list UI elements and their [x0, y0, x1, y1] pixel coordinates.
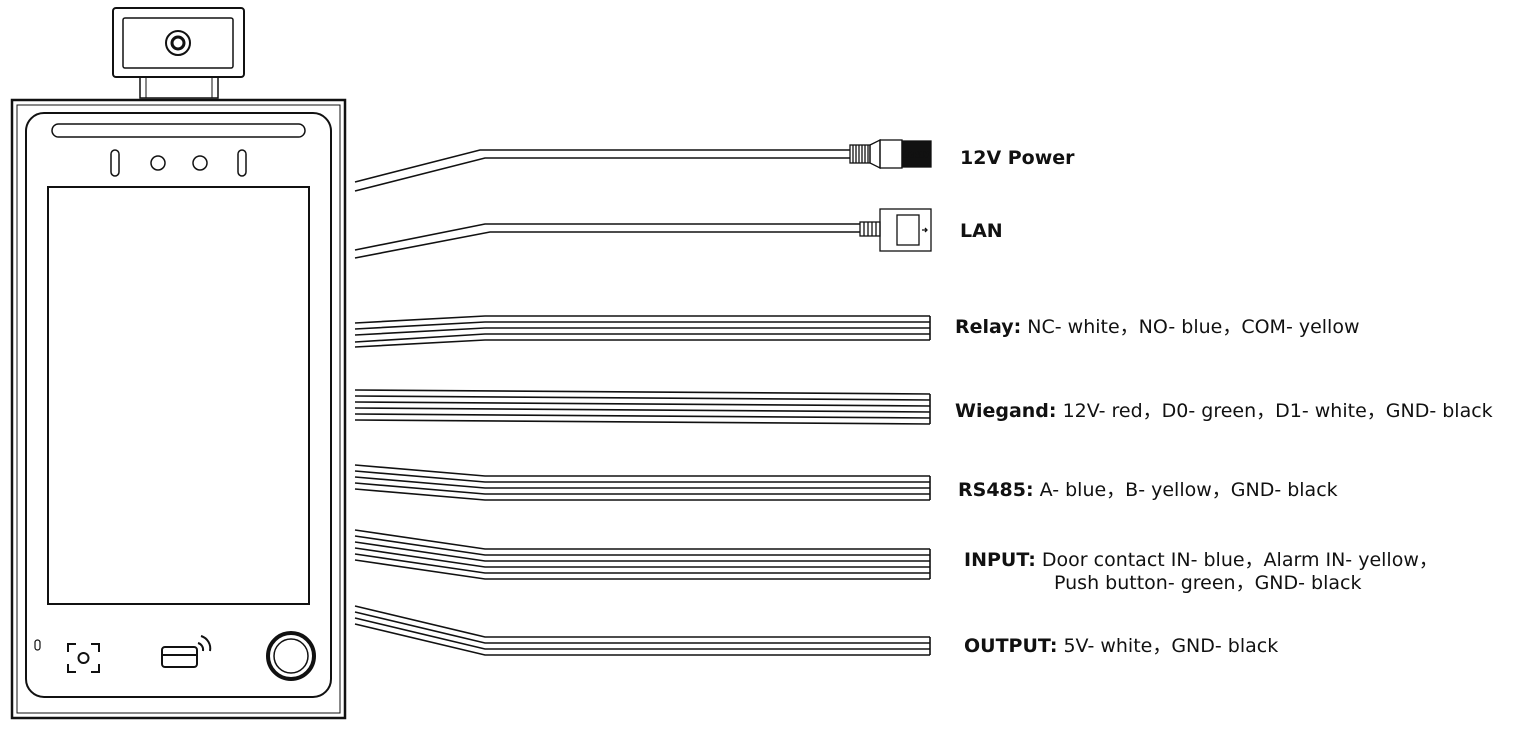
power-cable	[354, 149, 850, 183]
input-label-desc-line2: Push button- green，GND- black	[1054, 572, 1362, 594]
sensor-row	[110, 149, 247, 177]
display-screen	[47, 186, 310, 605]
face-scan-icon	[67, 643, 100, 673]
rs485-wires	[354, 464, 931, 501]
lan-cable	[354, 223, 860, 251]
wiegand-label-desc: 12V- red，D0- green，D1- white，GND- black	[1062, 400, 1493, 422]
rs485-label: RS485: A- blue，B- yellow，GND- black	[958, 479, 1338, 502]
cables	[354, 149, 931, 656]
plug-label: DC 12V	[904, 152, 929, 159]
relay-label-title: Relay:	[955, 316, 1022, 338]
output-label: OUTPUT: 5V- white，GND- black	[964, 635, 1278, 658]
output-label-title: OUTPUT:	[964, 635, 1058, 657]
input-label-title: INPUT:	[964, 549, 1036, 571]
input-label-line2: Push button- green，GND- black	[1054, 572, 1361, 595]
power-label: 12V Power	[960, 147, 1075, 170]
card-reader-icon	[161, 635, 212, 668]
camera-icon	[112, 7, 245, 99]
lan-label-title: LAN	[960, 220, 1003, 242]
output-wires	[354, 605, 931, 656]
relay-label-desc: NC- white，NO- blue，COM- yellow	[1027, 316, 1360, 338]
power-label-title: 12V Power	[960, 147, 1075, 169]
input-wires	[354, 529, 931, 580]
output-label-desc: 5V- white，GND- black	[1063, 635, 1279, 657]
input-label-desc-line1: Door contact IN- blue，Alarm IN- yellow，	[1041, 549, 1438, 571]
rs485-label-desc: A- blue，B- yellow，GND- black	[1039, 479, 1338, 501]
lan-label: LAN	[960, 220, 1003, 243]
lan-connector	[859, 208, 932, 252]
dc-power-plug: DC 12V	[849, 138, 932, 170]
wiegand-label-title: Wiegand:	[955, 400, 1057, 422]
device-body	[10, 7, 347, 720]
relay-wires	[354, 315, 931, 348]
wiegand-label: Wiegand: 12V- red，D0- green，D1- white，GN…	[955, 400, 1493, 423]
wiegand-wires	[354, 389, 931, 425]
rs485-label-title: RS485:	[958, 479, 1034, 501]
fingerprint-button-icon	[266, 631, 316, 681]
input-label: INPUT: Door contact IN- blue，Alarm IN- y…	[964, 549, 1438, 572]
relay-label: Relay: NC- white，NO- blue，COM- yellow	[955, 316, 1360, 339]
